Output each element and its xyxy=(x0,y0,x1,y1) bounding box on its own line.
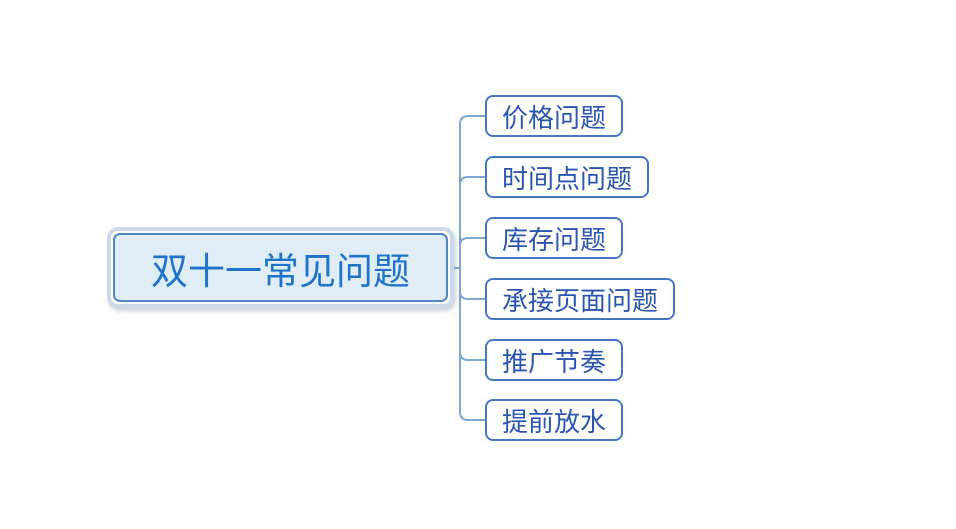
root-topic-box: 双十一常见问题 xyxy=(113,233,448,302)
topic-label: 承接页面问题 xyxy=(502,286,659,317)
topic-node-timing-issue[interactable]: 时间点问题 xyxy=(485,156,650,198)
root-topic-node[interactable]: 双十一常见问题 xyxy=(107,227,454,308)
topic-label: 价格问题 xyxy=(502,103,607,134)
branch-line-4 xyxy=(459,290,486,300)
topic-label: 推广节奏 xyxy=(502,347,607,378)
topic-node-landing-page-issue[interactable]: 承接页面问题 xyxy=(485,278,676,320)
topic-node-promotion-pace[interactable]: 推广节奏 xyxy=(485,339,624,381)
branch-line-5 xyxy=(459,351,486,361)
topic-label: 提前放水 xyxy=(502,407,607,438)
branch-line-2 xyxy=(459,176,486,186)
topic-node-price-issue[interactable]: 价格问题 xyxy=(485,95,624,137)
topic-label: 时间点问题 xyxy=(502,164,633,195)
topic-node-inventory-issue[interactable]: 库存问题 xyxy=(485,217,624,259)
topic-node-early-release[interactable]: 提前放水 xyxy=(485,399,624,441)
topic-label: 库存问题 xyxy=(502,225,607,256)
branch-line-3 xyxy=(459,237,486,247)
root-topic-label: 双十一常见问题 xyxy=(151,249,410,293)
branch-trunk-and-outer-lines xyxy=(459,115,486,421)
